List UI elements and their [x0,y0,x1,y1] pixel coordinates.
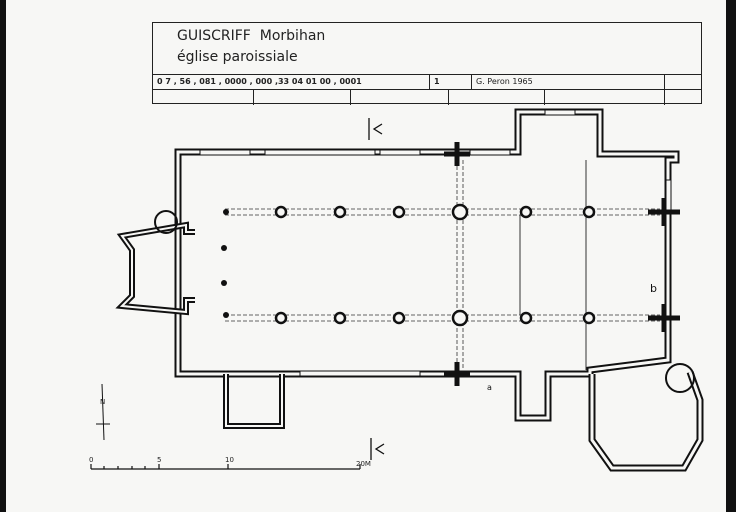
west-piers [221,209,229,318]
north-label: N [100,398,105,406]
west-porch [122,225,195,312]
empty-row [153,89,701,105]
sheet-number: 1 [430,75,472,90]
title-building: église paroissiale [177,49,298,65]
southeast-tower [154,210,700,468]
scale-tick-20: 20M [356,460,371,468]
section-markers [368,118,385,460]
code-row: 0 7 , 56 , 081 , 0000 , 000 ,33 04 01 00… [153,74,701,90]
scale-tick-0: 0 [89,456,93,464]
buttresses [444,142,680,386]
windows [199,109,672,377]
columns [274,203,596,327]
scale-tick-10: 10 [225,456,234,464]
title-commune: GUISCRIFF Morbihan [177,28,326,44]
author-date: G. Peron 1965 [472,75,665,90]
scale-bar [90,464,361,470]
annotation-b: b [650,282,657,295]
north-arrow [96,383,110,441]
title-block: GUISCRIFF Morbihan église paroissiale 0 … [152,22,702,105]
drawing-sheet [6,0,726,512]
south-porch [226,374,282,426]
scale-tick-5: 5 [157,456,161,464]
arcade-lines [225,160,660,370]
inventory-code: 0 7 , 56 , 081 , 0000 , 000 ,33 04 01 00… [153,75,430,90]
transept-lines [519,160,587,370]
annotation-a: a [487,383,492,392]
church-outline [178,112,676,418]
